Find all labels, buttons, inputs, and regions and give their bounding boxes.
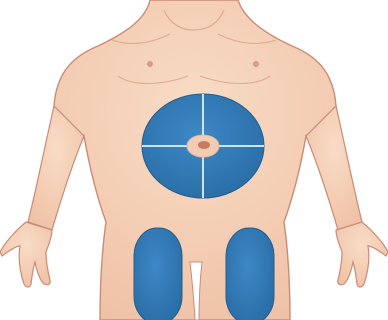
right-nipple — [253, 61, 259, 67]
navel — [198, 141, 210, 149]
left-thigh-zone — [134, 228, 182, 320]
left-nipple — [147, 61, 153, 67]
right-thigh-zone — [226, 228, 274, 320]
right-hand — [336, 222, 388, 287]
abdomen-zone — [142, 94, 264, 198]
left-hand — [0, 222, 52, 287]
